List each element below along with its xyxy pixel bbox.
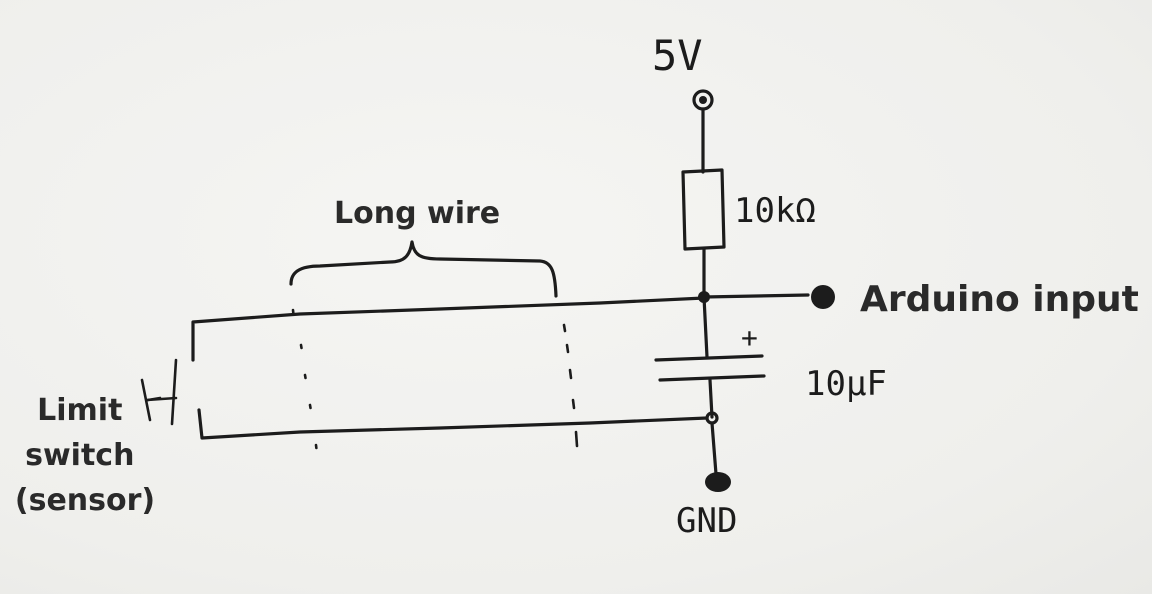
output-label: Arduino input — [860, 279, 1139, 320]
switch-label-line-2: switch — [25, 438, 134, 473]
long-wire-brace — [289, 240, 558, 298]
capacitor-plate-bottom — [658, 374, 766, 382]
ground-terminal — [705, 472, 731, 492]
wire-marker-left — [291, 308, 320, 464]
limit-switch — [146, 358, 178, 426]
capacitor-plate-top — [654, 354, 764, 362]
switch-label-line-3: (sensor) — [15, 483, 155, 518]
capacitor-upper-wire — [702, 295, 709, 359]
switch-label: Limit switch (sensor) — [15, 393, 155, 518]
ground-wire — [710, 421, 718, 476]
capacitor-label: 10µF — [805, 364, 887, 404]
long-wire-bottom — [197, 408, 709, 440]
capacitor-polarity: + — [741, 321, 758, 354]
switch-label-line-1: Limit — [37, 393, 122, 428]
arduino-input-terminal — [811, 285, 835, 309]
pullup-resistor — [681, 168, 726, 251]
resistor-label: 10kΩ — [734, 191, 816, 231]
output-wire — [702, 293, 810, 299]
wire-label: Long wire — [334, 196, 500, 231]
wire-marker-right — [562, 323, 579, 448]
ground-label: GND — [676, 501, 737, 541]
supply-label: 5V — [652, 31, 703, 80]
long-wire-top — [191, 296, 706, 362]
limit-switch-contact — [140, 378, 178, 422]
capacitor-lower-wire — [708, 378, 714, 419]
supply-terminal-center — [699, 96, 707, 104]
